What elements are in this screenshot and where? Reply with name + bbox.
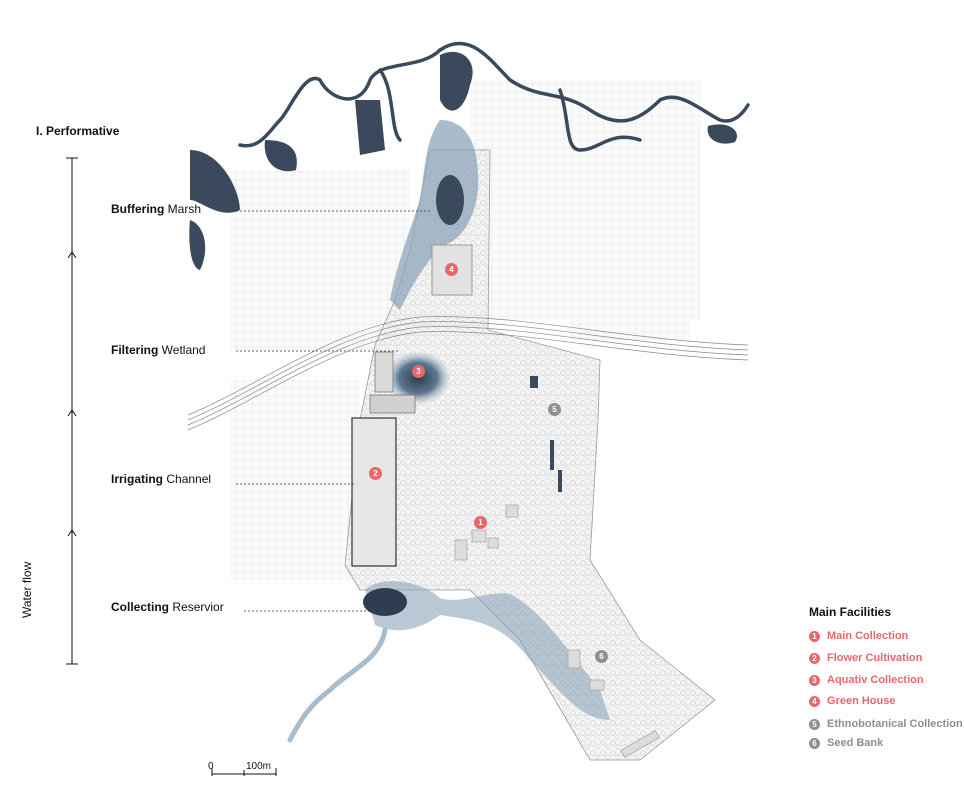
marker-1: 1 (474, 516, 487, 529)
main-collection-buildings (454, 504, 519, 561)
stage-filtering: Filtering Wetland (111, 343, 206, 357)
marker-3: 3 (412, 365, 425, 378)
outflow-stream (287, 627, 388, 743)
scale-bar (211, 768, 277, 776)
site-boundary (344, 149, 716, 761)
collecting-reservoir (365, 581, 610, 720)
water-flow-axis (66, 157, 78, 665)
stage-irrigating: Irrigating Channel (111, 472, 212, 486)
marker-4: 4 (445, 263, 458, 276)
marker-5: 5 (548, 403, 561, 416)
legend-title: Main Facilities (809, 605, 892, 619)
river-ponds (189, 51, 737, 270)
scale-end-label: 100m (246, 761, 272, 772)
flower-cultivation-building (351, 417, 397, 567)
section-title: I. Performative (36, 124, 120, 138)
seed-bank-buildings (567, 649, 660, 758)
scale-start-label: 0 (208, 761, 214, 772)
stage-buffering: Buffering Marsh (111, 202, 202, 216)
ethno-ponds (530, 376, 562, 492)
leader-lines (236, 210, 432, 612)
marker-6: 6 (595, 650, 608, 663)
marker-2: 2 (369, 467, 382, 480)
filtering-wetland (386, 352, 450, 404)
buffering-marsh (390, 120, 479, 310)
water-flow-label: Water flow (20, 561, 34, 618)
river-network (238, 41, 750, 152)
urban-fabric (230, 80, 700, 580)
highway (187, 316, 749, 431)
stage-collecting: Collecting Reservior (111, 600, 224, 614)
